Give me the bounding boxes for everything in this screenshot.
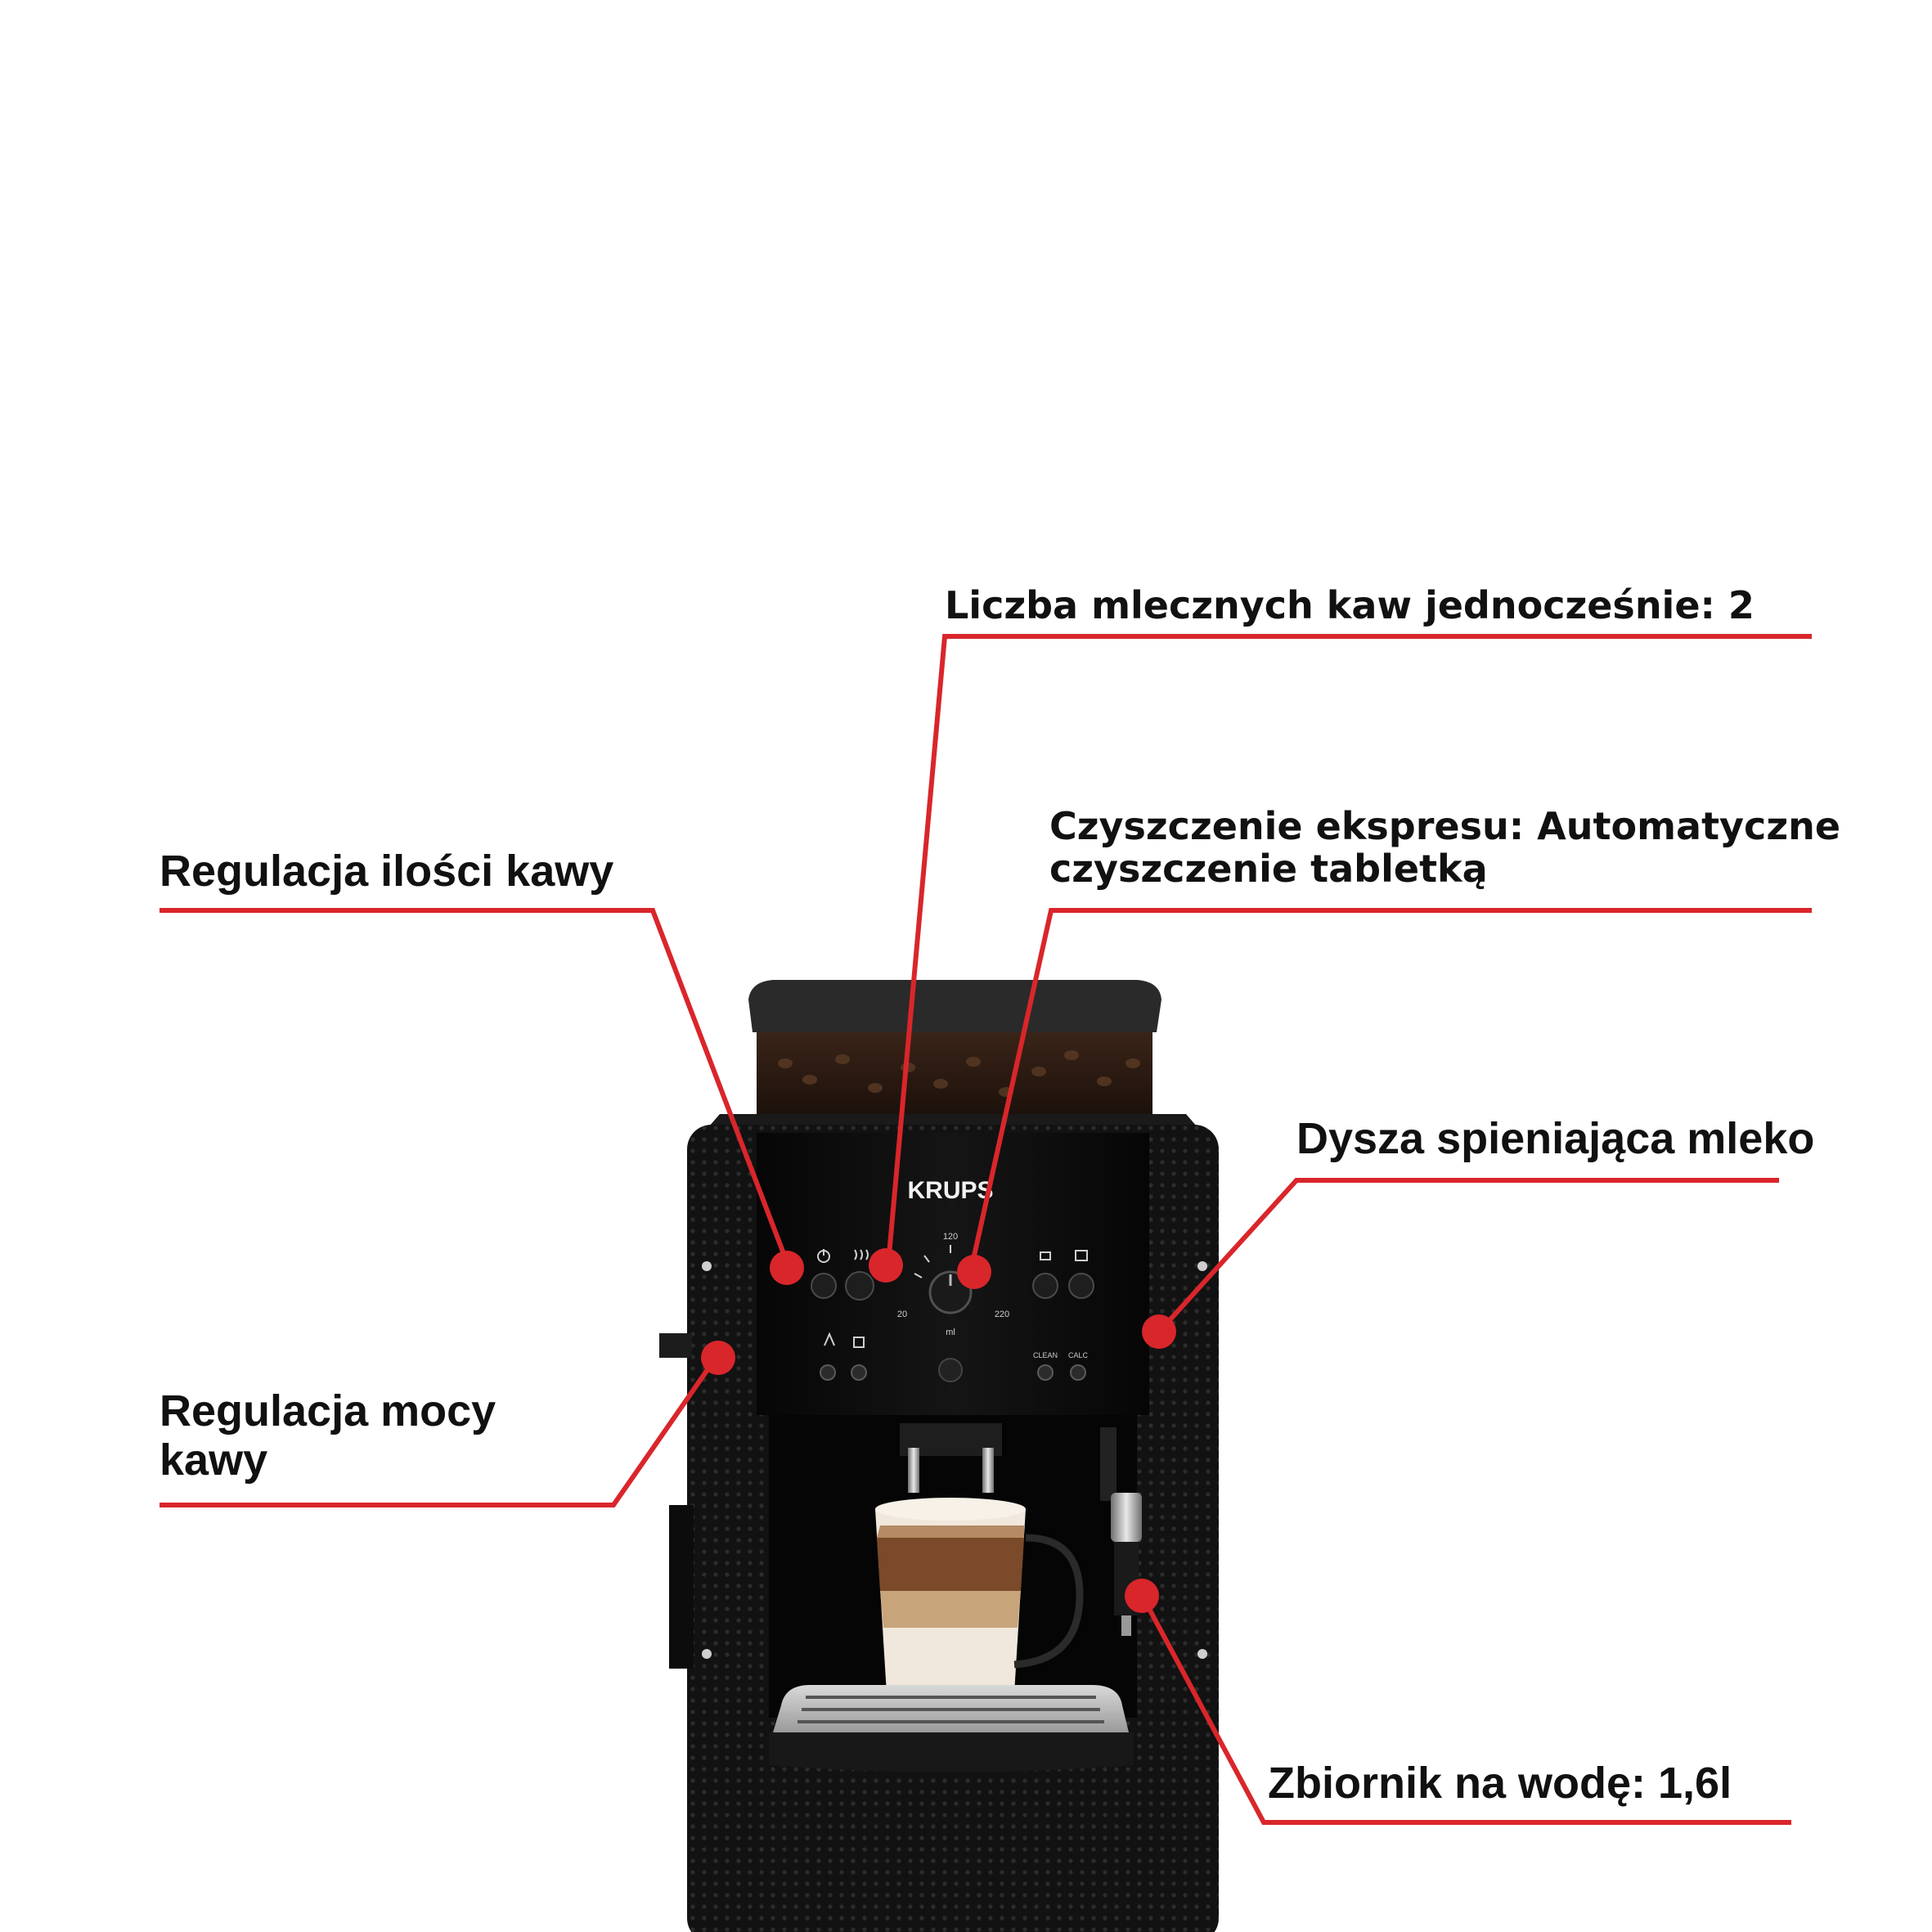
strength-icon — [824, 1332, 835, 1346]
screw — [1197, 1261, 1207, 1271]
steam-icon — [854, 1249, 869, 1260]
descale-icon — [853, 1337, 865, 1348]
dot-water-tank — [1125, 1579, 1159, 1613]
leader-milk-nozzle — [1159, 1178, 1779, 1332]
steam-button[interactable] — [845, 1271, 874, 1301]
bean-hopper-lid — [748, 980, 1161, 1032]
label-coffee-amount: Regulacja ilości kawy — [160, 847, 614, 896]
svg-text:20: 20 — [897, 1310, 907, 1319]
label-cleaning: Czyszczenie ekspresu: Automatyczne czysz… — [1049, 804, 1841, 891]
latte-glass — [875, 1498, 1084, 1701]
dispenser-icon — [938, 1358, 963, 1382]
strength-button[interactable] — [820, 1364, 836, 1381]
long-coffee-button[interactable] — [1068, 1273, 1094, 1299]
power-icon — [817, 1249, 830, 1263]
dot-strength — [701, 1341, 735, 1375]
drip-tray-front — [769, 1732, 1134, 1772]
espresso-button[interactable] — [1032, 1273, 1058, 1299]
label-milk-count: Liczba mlecznych kaw jednocześnie: 2 — [945, 583, 1755, 627]
leader-coffee-amount — [160, 908, 789, 1264]
label-cleaning-line2: czyszczenie tabletką — [1049, 846, 1488, 891]
long-coffee-icon — [1075, 1250, 1088, 1261]
calc-indicator[interactable] — [1070, 1364, 1086, 1381]
brand-logo: KRUPS — [907, 1177, 993, 1204]
screw — [1197, 1649, 1207, 1659]
svg-text:ml: ml — [946, 1328, 955, 1337]
dot-milk-nozzle — [1142, 1314, 1176, 1349]
volume-dial-scale: 120 20 220 ml — [897, 1232, 1009, 1337]
label-strength-line2: kawy — [160, 1436, 268, 1485]
clean-indicator[interactable] — [1037, 1364, 1054, 1381]
side-handle — [659, 1333, 692, 1358]
side-tank — [669, 1505, 694, 1669]
callout-dots — [701, 1248, 1176, 1613]
svg-text:220: 220 — [995, 1310, 1009, 1319]
power-button[interactable] — [811, 1273, 837, 1299]
svg-text:120: 120 — [943, 1232, 958, 1242]
screw — [702, 1261, 712, 1271]
dot-milk-count — [869, 1248, 903, 1283]
descale-indicator[interactable] — [851, 1364, 867, 1381]
leader-water-tank — [1140, 1595, 1791, 1825]
callout-lines — [160, 634, 1812, 1825]
label-milk-nozzle: Dysza spieniająca mleko — [1296, 1114, 1815, 1163]
label-strength-line1: Regulacja mocy — [160, 1386, 496, 1436]
screw — [702, 1649, 712, 1659]
label-strength: Regulacja mocy kawy — [160, 1386, 496, 1485]
dot-cleaning — [957, 1255, 991, 1289]
bean-hopper — [757, 1032, 1152, 1114]
coffee-machine: KRUPS 120 20 220 ml — [659, 980, 1219, 1932]
calc-label: CALC — [1068, 1351, 1089, 1359]
clean-label: CLEAN — [1033, 1351, 1058, 1359]
label-water-tank: Zbiornik na wodę: 1,6l — [1268, 1759, 1732, 1808]
leader-cleaning — [968, 908, 1812, 1271]
leader-strength — [160, 1356, 718, 1507]
espresso-icon — [1040, 1251, 1051, 1260]
label-cleaning-line1: Czyszczenie ekspresu: Automatyczne — [1049, 804, 1841, 848]
leader-milk-count — [886, 634, 1812, 1265]
dot-coffee-amount — [770, 1251, 804, 1285]
